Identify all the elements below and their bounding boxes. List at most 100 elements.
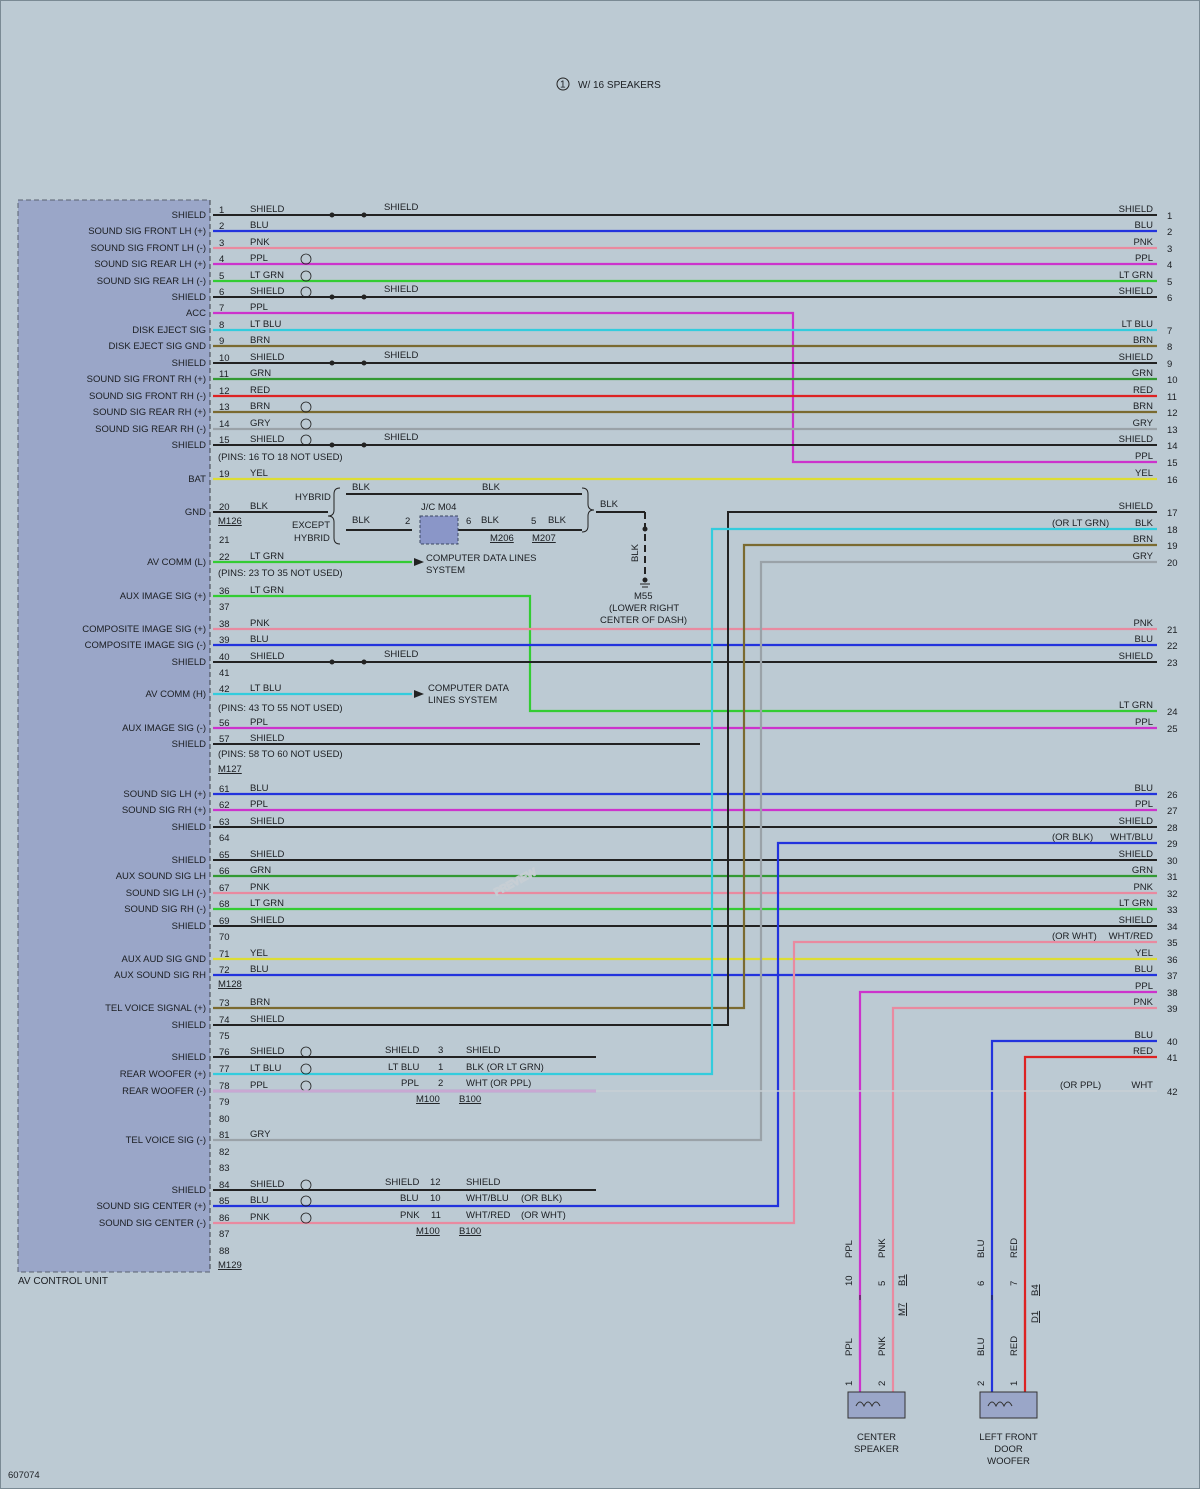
signal-name: BAT xyxy=(188,474,206,485)
right-wire-label: SHIELD xyxy=(1119,816,1153,827)
speaker-wire-a-lower: PPL xyxy=(844,1338,855,1356)
speaker-wire-a-lower: BLU xyxy=(976,1337,987,1356)
pin-number: 81 xyxy=(219,1130,230,1141)
connector-m127: M127 xyxy=(218,764,242,775)
wire-color-label: GRN xyxy=(250,865,271,876)
signal-name: GND xyxy=(185,507,206,518)
wire-color-label: SHIELD xyxy=(250,1046,284,1057)
connector-m128: M128 xyxy=(218,979,242,990)
wire-color-label: SHIELD xyxy=(250,1179,284,1190)
right-pin-number: 32 xyxy=(1167,889,1178,900)
ground-icon xyxy=(642,577,648,583)
right-pin-number: 17 xyxy=(1167,508,1178,519)
blk-label-vertical: BLK xyxy=(630,543,641,562)
m100-pnk-label: PNK xyxy=(400,1210,420,1221)
signal-name: SOUND SIG RH (-) xyxy=(124,904,206,915)
speaker-wire-b: RED xyxy=(1009,1238,1020,1258)
connector-m100-b: M100 xyxy=(416,1226,440,1237)
signal-name: SHIELD xyxy=(172,822,206,833)
pin-number: 12 xyxy=(219,386,230,397)
m100-pin-12: 12 xyxy=(430,1177,441,1188)
m100-blu-label: BLU xyxy=(400,1193,419,1204)
pin-number: 84 xyxy=(219,1180,230,1191)
wire-color-label: SHIELD xyxy=(250,733,284,744)
connector-m126: M126 xyxy=(218,516,242,527)
note-symbol-icon xyxy=(556,77,570,91)
pin-number: 6 xyxy=(219,287,224,298)
right-pin-number: 6 xyxy=(1167,293,1172,304)
right-wire-alt: (OR WHT) xyxy=(1052,931,1097,942)
pin-number: 42 xyxy=(219,684,230,695)
m55-loc-1: (LOWER RIGHT xyxy=(609,603,679,614)
right-pin-number: 9 xyxy=(1167,359,1172,370)
signal-name: SOUND SIG REAR LH (+) xyxy=(94,259,206,270)
pin-number: 66 xyxy=(219,866,230,877)
wire-color-label: PNK xyxy=(250,618,270,629)
right-pin-number: 40 xyxy=(1167,1037,1178,1048)
m100-pin-3: 3 xyxy=(438,1045,443,1056)
signal-name: AV COMM (H) xyxy=(145,689,206,700)
m100-shield-label: SHIELD xyxy=(385,1045,419,1056)
signal-name: COMPOSITE IMAGE SIG (+) xyxy=(82,624,206,635)
pin-number: 73 xyxy=(219,998,230,1009)
signal-name: SHIELD xyxy=(172,358,206,369)
pin-number: 62 xyxy=(219,800,230,811)
signal-name: AUX SOUND SIG LH xyxy=(116,871,206,882)
pin-number: 85 xyxy=(219,1196,230,1207)
wire-color-label: PPL xyxy=(250,302,268,313)
right-pin-number: 35 xyxy=(1167,938,1178,949)
wire-color-label: BRN xyxy=(250,335,270,346)
right-wire-label: BLK xyxy=(1135,518,1154,529)
pin-number: 9 xyxy=(219,336,224,347)
right-pin-number: 7 xyxy=(1167,326,1172,337)
unit-label: AV CONTROL UNIT xyxy=(18,1276,108,1287)
note-marker-icon xyxy=(300,401,312,413)
wire-color-label: BLU xyxy=(250,220,269,231)
pin-number: 80 xyxy=(219,1114,230,1125)
right-wire-label: SHIELD xyxy=(1119,915,1153,926)
right-wire-alt: (OR BLK) xyxy=(1052,832,1093,843)
speaker-name-1: CENTER xyxy=(857,1432,896,1443)
wire-color-label: SHIELD xyxy=(250,915,284,926)
pin-number: 56 xyxy=(219,718,230,729)
wire-color-label: LT BLU xyxy=(250,1063,281,1074)
right-pin-number: 28 xyxy=(1167,823,1178,834)
right-pin-number: 24 xyxy=(1167,707,1178,718)
signal-name: SOUND SIG CENTER (-) xyxy=(99,1218,206,1229)
pin-number: 10 xyxy=(219,353,230,364)
pin-number: 3 xyxy=(219,238,224,249)
pin-number: 65 xyxy=(219,850,230,861)
right-pin-number: 1 xyxy=(1167,211,1172,222)
b100-shield-label-2: SHIELD xyxy=(466,1177,500,1188)
signal-name: SOUND SIG LH (+) xyxy=(123,789,206,800)
right-wire-label: YEL xyxy=(1135,468,1153,479)
right-pin-number: 25 xyxy=(1167,724,1178,735)
wire-color-label: SHIELD xyxy=(250,816,284,827)
right-wire-label: GRY xyxy=(1133,418,1154,429)
signal-name: REAR WOOFER (-) xyxy=(122,1086,206,1097)
note-marker-icon xyxy=(300,418,312,430)
signal-name: AUX SOUND SIG RH xyxy=(114,970,206,981)
signal-name: SHIELD xyxy=(172,1052,206,1063)
pin-number: 7 xyxy=(219,303,224,314)
speaker-pin-b: 1 xyxy=(1009,1381,1020,1386)
wire-color-label: PPL xyxy=(250,253,268,264)
right-wire-label: PNK xyxy=(1133,997,1153,1008)
pin-number: 36 xyxy=(219,586,230,597)
right-wire-label: RED xyxy=(1133,1046,1153,1057)
pin-number: 74 xyxy=(219,1015,230,1026)
wire-color-label: PPL xyxy=(250,799,268,810)
pin-number: 63 xyxy=(219,817,230,828)
pin-number: 14 xyxy=(219,419,230,430)
pin-number: 22 xyxy=(219,552,230,563)
speaker-icon xyxy=(847,1391,906,1419)
wire-77 xyxy=(213,527,1157,1076)
connector-m7: M7 xyxy=(897,1303,908,1316)
pin-number: 70 xyxy=(219,932,230,943)
jc-pin-5: 5 xyxy=(531,516,536,527)
right-wire-label: PNK xyxy=(1133,882,1153,893)
b100-shield-label: SHIELD xyxy=(466,1045,500,1056)
blk-label-2: BLK xyxy=(482,482,501,493)
cdl-1-label: COMPUTER DATA LINES xyxy=(426,553,537,564)
